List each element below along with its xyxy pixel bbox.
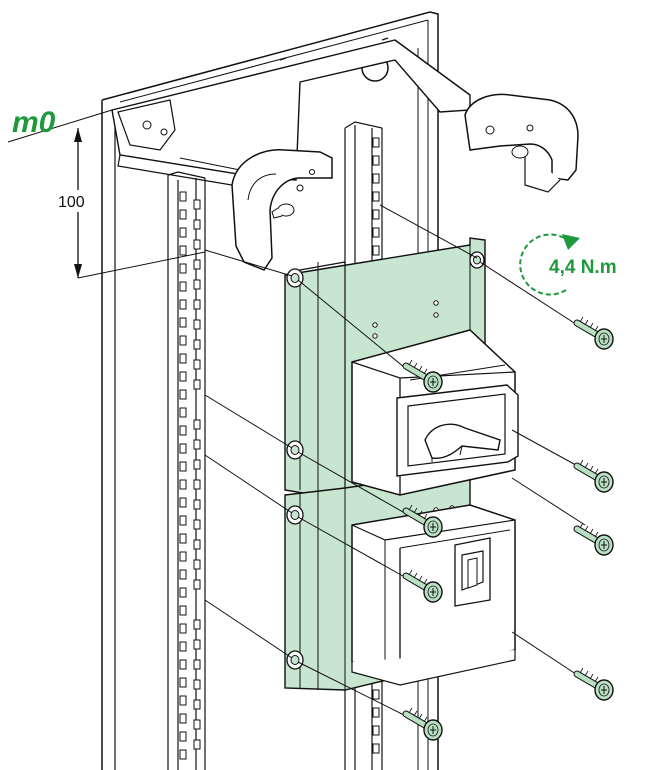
reference-mark: m0 bbox=[7, 106, 113, 143]
alignment-lines bbox=[204, 204, 586, 719]
dimension-label: 100 bbox=[58, 194, 85, 211]
left-vertical-rail bbox=[167, 171, 206, 770]
screw-icon bbox=[577, 317, 613, 349]
rotary-switch-device bbox=[351, 329, 519, 496]
vertical-dimension-arrow-icon: 100 bbox=[56, 128, 206, 279]
screw-icon bbox=[577, 460, 613, 492]
screw-icon bbox=[577, 523, 613, 555]
center-vertical-rail bbox=[344, 121, 383, 770]
torque-label: 4,4 N.m bbox=[549, 257, 617, 278]
top-bracket bbox=[111, 39, 471, 191]
left-support-clamp bbox=[231, 149, 333, 271]
right-support-clamp bbox=[394, 39, 579, 193]
rotate-arrow-icon: 4,4 N.m bbox=[519, 233, 617, 296]
reference-mark-label: m0 bbox=[12, 106, 56, 139]
screw-icon bbox=[577, 668, 613, 700]
